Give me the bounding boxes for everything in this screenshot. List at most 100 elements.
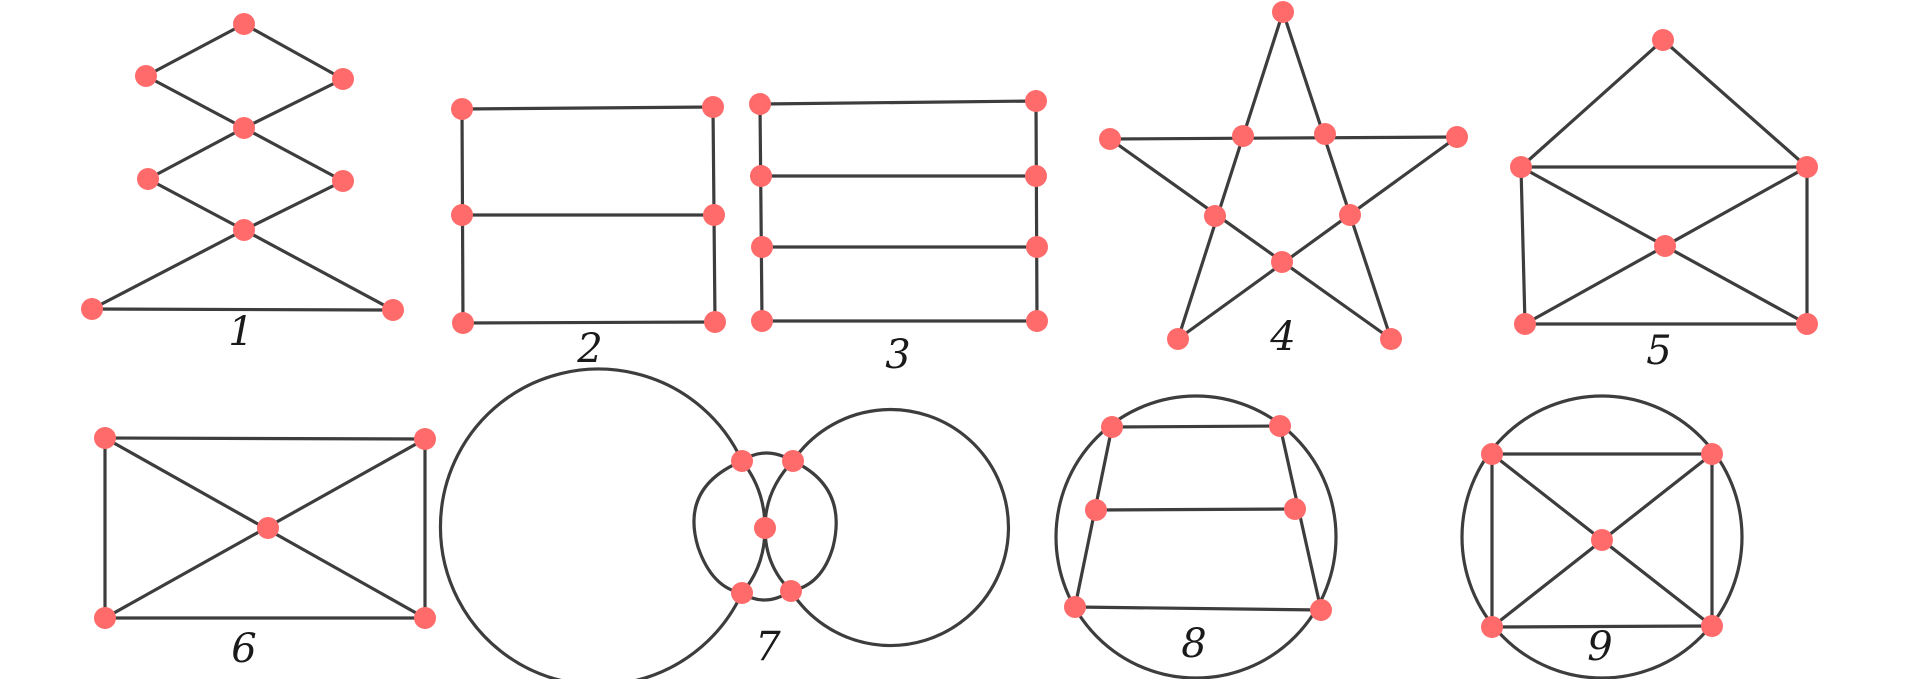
- vertex: [780, 580, 802, 602]
- edge: [1108, 137, 1393, 341]
- vertex: [1204, 205, 1226, 227]
- vertex: [1701, 615, 1723, 637]
- edge: [242, 126, 345, 183]
- vertex: [1510, 156, 1532, 178]
- vertex: [704, 311, 726, 333]
- edge: [789, 459, 838, 593]
- edge: [461, 320, 717, 325]
- vertex: [382, 299, 404, 321]
- edge: [146, 126, 246, 181]
- figure-label: 4: [1269, 314, 1295, 360]
- vertex: [1514, 313, 1536, 335]
- vertex: [1085, 499, 1107, 521]
- vertex: [332, 170, 354, 192]
- vertex: [703, 204, 725, 226]
- figure-label: 6: [231, 626, 256, 672]
- edge: [1176, 135, 1459, 341]
- vertex: [1099, 128, 1121, 150]
- vertex: [1026, 236, 1048, 258]
- edge: [242, 179, 345, 232]
- vertex: [750, 165, 772, 187]
- vertex: [1101, 416, 1123, 438]
- figure-label: 1: [228, 309, 253, 355]
- vertex: [137, 168, 159, 190]
- vertex: [452, 312, 474, 334]
- figure-3: 3: [749, 90, 1048, 378]
- vertex: [731, 450, 753, 472]
- edge: [692, 459, 744, 595]
- edge: [144, 22, 246, 78]
- vertex: [414, 607, 436, 629]
- edge: [438, 367, 744, 679]
- edge: [758, 99, 1038, 106]
- edge: [460, 105, 715, 111]
- figure-label: 2: [576, 326, 602, 372]
- vertex: [1025, 90, 1047, 112]
- vertex: [414, 428, 436, 450]
- vertex: [1026, 310, 1048, 332]
- vertex: [1167, 328, 1189, 350]
- vertex: [451, 98, 473, 120]
- vertex: [233, 13, 255, 35]
- vertex: [751, 236, 773, 258]
- edge: [758, 102, 764, 323]
- figure-6: 6: [94, 427, 436, 672]
- edge: [146, 177, 246, 232]
- edge: [90, 307, 395, 312]
- vertex: [1284, 498, 1306, 520]
- vertex: [1481, 616, 1503, 638]
- vertex: [1271, 251, 1293, 273]
- figure-7: 7: [438, 367, 1011, 679]
- edge: [1073, 605, 1323, 612]
- vertex: [1446, 126, 1468, 148]
- vertex: [731, 582, 753, 604]
- vertex: [94, 427, 116, 449]
- vertex: [702, 96, 724, 118]
- vertex: [257, 517, 279, 539]
- figure-label: 9: [1587, 624, 1612, 670]
- edge: [103, 436, 427, 441]
- edge: [1490, 624, 1714, 629]
- edge: [1054, 394, 1338, 679]
- vertex: [332, 68, 354, 90]
- vertex: [1272, 1, 1294, 23]
- vertex: [1796, 313, 1818, 335]
- edge: [1281, 10, 1393, 341]
- figure-label: 3: [885, 332, 910, 378]
- vertex: [1064, 596, 1086, 618]
- vertex: [1380, 328, 1402, 350]
- vertex: [1481, 443, 1503, 465]
- figure-2: 2: [451, 96, 726, 372]
- edge: [1094, 507, 1297, 512]
- edge: [789, 407, 1011, 648]
- vertex: [1339, 204, 1361, 226]
- edge: [1176, 10, 1285, 341]
- edge: [1661, 38, 1809, 169]
- vertex: [782, 450, 804, 472]
- vertex: [135, 65, 157, 87]
- vertex: [233, 219, 255, 241]
- vertex: [233, 117, 255, 139]
- figure-9: 9: [1460, 394, 1744, 679]
- edge: [1108, 135, 1459, 141]
- edge: [1460, 394, 1744, 679]
- edge: [242, 22, 345, 81]
- figure-1: 1: [81, 13, 404, 355]
- vertex: [94, 607, 116, 629]
- vertex: [1796, 156, 1818, 178]
- figure-5: 5: [1510, 29, 1818, 374]
- vertex: [1654, 235, 1676, 257]
- figure-label: 5: [1646, 328, 1671, 374]
- edge: [242, 228, 395, 312]
- vertex: [754, 517, 776, 539]
- vertex: [749, 93, 771, 115]
- edge: [144, 74, 246, 130]
- vertex: [1232, 125, 1254, 147]
- edge: [1519, 38, 1665, 169]
- vertex: [1591, 529, 1613, 551]
- figure-label: 8: [1181, 621, 1206, 667]
- edge: [1519, 165, 1527, 326]
- figure-8: 8: [1054, 394, 1338, 679]
- edge: [242, 77, 345, 130]
